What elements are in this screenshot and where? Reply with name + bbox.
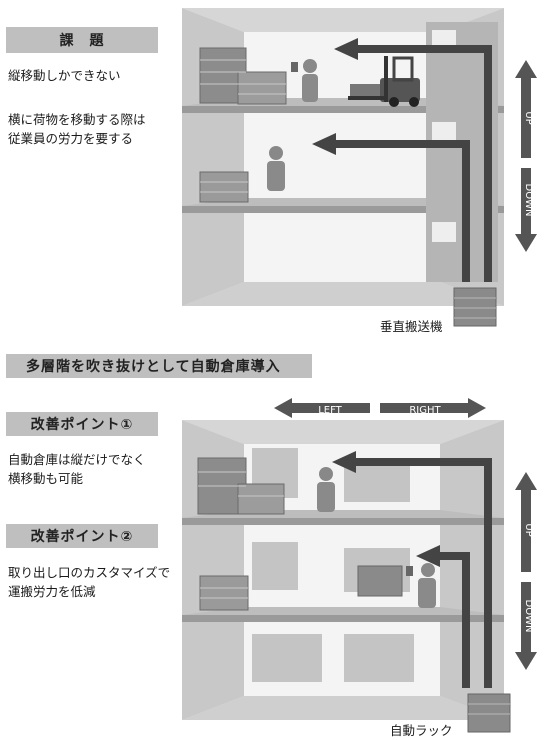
point2-line-a: 取り出し口のカスタマイズで <box>8 565 171 580</box>
issue-line-2b: 従業員の労力を要する <box>8 131 134 146</box>
point2-heading: 改善ポイント② <box>6 524 158 548</box>
rack-cargo-floor2 <box>199 565 403 611</box>
point2-line-b: 運搬労力を低減 <box>8 584 96 599</box>
conveyor-cargo <box>453 287 497 327</box>
rack-cargo-floor3 <box>197 457 285 515</box>
building-floor <box>182 282 504 306</box>
issue-line-1: 縦移動しかできない <box>8 68 121 83</box>
cargo-stack-floor2 <box>199 171 249 203</box>
auto-rack-caption: 自動ラック <box>390 723 453 738</box>
solution-banner: 多層階を吹き抜けとして自動倉庫導入 <box>6 354 312 378</box>
svg-text:DOWN: DOWN <box>523 600 534 633</box>
forklift <box>348 56 420 107</box>
issues-heading: 課 題 <box>6 27 158 53</box>
floor-slab-upper <box>182 106 504 113</box>
down-arrow <box>515 168 537 252</box>
right-label: RIGHT <box>409 405 441 416</box>
point1-line-b: 横移動も可能 <box>8 471 84 486</box>
issue-line-2a: 横に荷物を移動する際は <box>8 112 146 127</box>
point1-line-a: 自動倉庫は縦だけでなく <box>8 452 146 467</box>
auto-rack-cargo <box>467 693 511 733</box>
right-arrow <box>380 398 486 418</box>
worker-floor3 <box>291 59 318 102</box>
down-label: DOWN <box>523 184 534 217</box>
worker-rack-floor3 <box>317 467 335 512</box>
left-label: LEFT <box>318 405 342 416</box>
automated-warehouse-diagram: LEFT RIGHT UP DOWN <box>182 398 537 733</box>
vertical-conveyor-caption: 垂直搬送機 <box>380 319 443 334</box>
vertical-conveyor-diagram: UP DOWN <box>182 8 537 327</box>
worker-floor2 <box>267 146 285 191</box>
cargo-stack-floor3 <box>199 47 287 105</box>
up-label: UP <box>523 111 534 124</box>
up-arrow <box>515 60 537 158</box>
svg-text:UP: UP <box>523 523 534 536</box>
left-arrow <box>274 398 370 418</box>
point1-heading: 改善ポイント① <box>6 412 158 436</box>
building-ceiling <box>182 8 504 32</box>
worker-rack-floor2 <box>406 563 436 608</box>
arrow-left-floor2 <box>312 133 336 155</box>
arrow-left-floor3 <box>334 38 358 60</box>
floor-slab-middle <box>182 206 504 213</box>
